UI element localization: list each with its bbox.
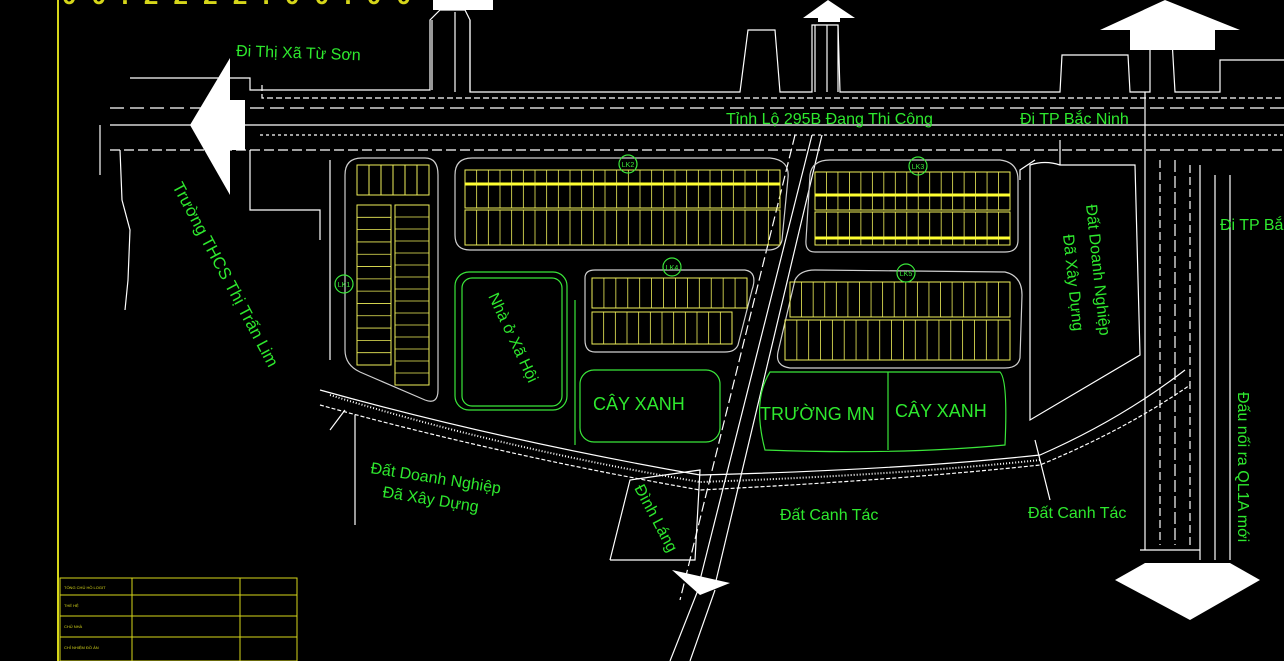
road-lines <box>99 9 1284 661</box>
title-block-row-2: THỂ HỆ <box>64 603 79 608</box>
arrow-down-center-icon <box>672 570 730 595</box>
arrow-top-left-icon <box>433 0 493 10</box>
arrow-up-icon <box>803 0 855 22</box>
label-social-housing: Nhà ở Xã Hội <box>484 291 540 386</box>
block-label-lk4: LK4 <box>666 265 679 272</box>
block-label-lk3: LK3 <box>912 164 925 171</box>
label-ql1a: Đấu nối ra QL1A mới <box>1234 392 1251 542</box>
lot-grids <box>356 164 1011 386</box>
label-to-bac-ninh: Đi TP Bắc Ninh <box>1020 109 1129 128</box>
arrow-up-right-icon <box>1100 0 1240 50</box>
label-business-land-right: Đất Doanh Nghiệp <box>1082 204 1113 337</box>
title-block-row-4: CHỈ NHIỆM ĐỒ ÁN <box>64 645 99 650</box>
label-to-bac-ninh-right: Đi TP Bắ <box>1220 215 1284 234</box>
block-label-lk1: LK1 <box>338 282 351 289</box>
block-label-lk2: LK2 <box>622 162 635 169</box>
label-to-tu-son: Đi Thị Xã Từ Sơn <box>236 43 361 64</box>
lot-subdivisions <box>357 170 999 374</box>
label-school-thcs: Trường THCS Thị Trấn Lim <box>168 179 282 370</box>
green-boundaries <box>454 271 1007 453</box>
label-farmland-1: Đất Canh Tác <box>780 507 878 524</box>
label-farmland-2: Đất Canh Tác <box>1028 505 1126 522</box>
title-block-row-1: TỔNG CHỦ HỒ LOGIT <box>64 585 106 590</box>
direction-arrows <box>190 0 1260 620</box>
block-label-lk5: LK5 <box>900 271 913 278</box>
sheet-title-fragment: 0 0 . 2 2 2 2 . 0 0 . 0 0 <box>62 0 415 10</box>
arrow-left-icon <box>190 58 245 195</box>
label-kindergarten: TRƯỜNG MN <box>760 403 875 424</box>
label-dinh-lang: Đình Láng <box>630 482 680 555</box>
block-markers <box>334 154 928 294</box>
label-green-2: CÂY XANH <box>895 401 987 421</box>
block-outlines <box>344 157 1023 402</box>
title-block-row-3: CHỦ NHÀ <box>64 624 83 629</box>
label-green-1: CÂY XANH <box>593 394 685 414</box>
title-block <box>59 577 298 661</box>
label-provincial-road: Tỉnh Lộ 295B Đang Thi Công <box>726 111 933 128</box>
label-business-built-right: Đã Xây Dựng <box>1059 234 1086 332</box>
arrow-down-right-icon <box>1115 563 1260 620</box>
